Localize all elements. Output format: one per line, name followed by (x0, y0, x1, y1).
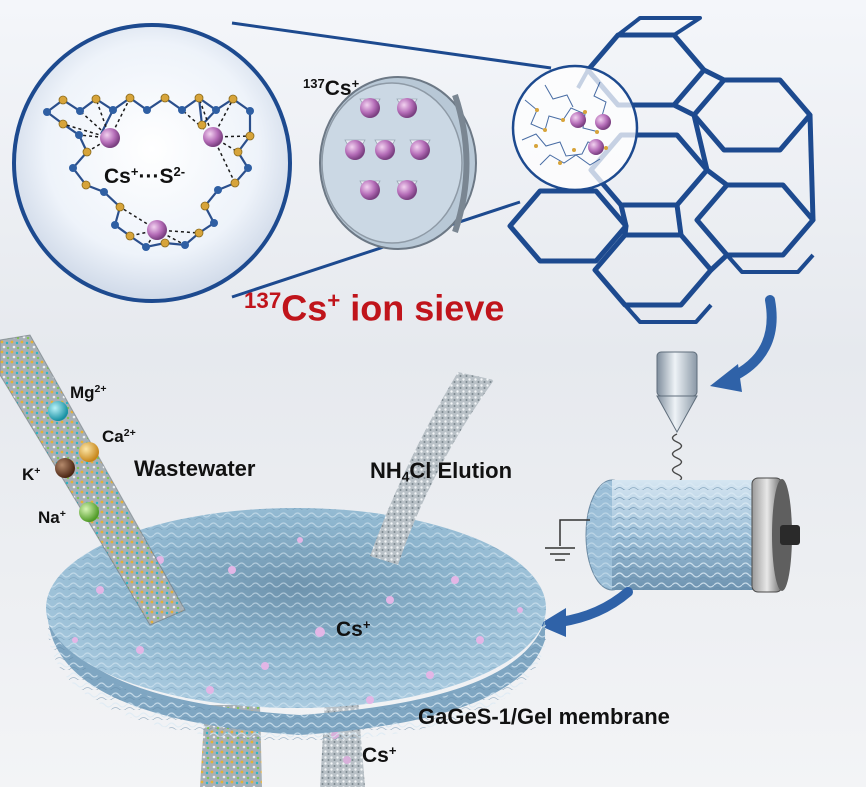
cesium-ion (588, 139, 604, 155)
mg-ion-label: Mg2+ (70, 383, 107, 402)
cs137-lens-label: 137Cs+ (303, 76, 360, 101)
cs-s-coordination-zoom (12, 23, 292, 303)
na-ion-label: Na+ (38, 508, 66, 527)
gel-membrane-disk (46, 508, 546, 742)
k-ion-label: K+ (22, 465, 41, 484)
ca-ion (79, 442, 99, 462)
process-arrow-left (555, 587, 633, 627)
cesium-ion (595, 114, 611, 130)
ion-sieve-title: 137Cs+ ion sieve (244, 287, 505, 329)
cesium-ion (100, 128, 120, 148)
elution-label: NH4Cl Elution (370, 458, 513, 485)
k-ion (55, 458, 75, 478)
sieve-lens (319, 76, 477, 250)
membrane-label: GaGeS-1/Gel membrane (418, 704, 670, 729)
wastewater-label: Wastewater (134, 456, 256, 481)
elution-stream (370, 372, 494, 565)
cs-membrane-label: Cs+ (336, 617, 371, 642)
cesium-ion (203, 127, 223, 147)
zoom-connector-lines (231, 21, 552, 299)
na-ion (79, 502, 99, 522)
process-arrow-down (725, 295, 777, 383)
cs-s-interaction-label: Cs+···S2- (104, 164, 186, 189)
cesium-ions-in-pores (345, 98, 430, 200)
wastewater-stream (0, 334, 186, 626)
cs-outflow-label: Cs+ (362, 743, 397, 768)
cesium-ion (147, 220, 167, 240)
framework-metal-atoms (43, 106, 254, 251)
electrospinning-nozzle (656, 351, 698, 483)
ground-symbol (545, 519, 590, 561)
cesium-ion (570, 112, 586, 128)
sulfur-atoms (58, 93, 255, 248)
ca-ion-label: Ca2+ (102, 427, 136, 446)
fiber-collector-drum (585, 477, 800, 593)
ion-spheres (48, 401, 99, 522)
mg-ion (48, 401, 68, 421)
framework-zoom-circle (511, 64, 639, 192)
